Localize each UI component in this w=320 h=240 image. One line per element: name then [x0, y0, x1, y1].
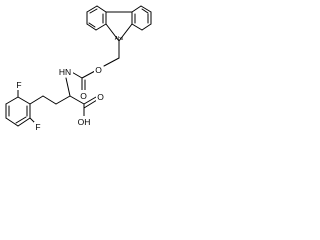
- label-bg: [96, 91, 105, 102]
- bond: [42, 95, 57, 105]
- bond: [141, 23, 152, 31]
- stereo-tag-label: Abs: [115, 36, 124, 42]
- bond: [65, 77, 71, 97]
- fluorenyl-group: Abs: [86, 5, 152, 67]
- bond: [105, 23, 120, 42]
- atom-label-oxygen: O: [95, 65, 102, 75]
- bond: [81, 70, 96, 79]
- atom-label-amide-nitrogen: HN: [59, 67, 71, 77]
- bond: [103, 57, 120, 67]
- molecular-structure-diagram: Abs O O HN O OH: [5, 5, 152, 132]
- bond: [131, 23, 143, 31]
- bond: [131, 5, 142, 13]
- amino-acid-backbone: HN O OH: [29, 66, 105, 127]
- bond: [5, 117, 19, 127]
- bond: [29, 95, 44, 105]
- bond: [86, 23, 97, 31]
- bond: [17, 117, 31, 127]
- bond: [69, 95, 85, 105]
- atom-label-oxygen: O: [97, 92, 104, 102]
- difluorophenyl-group: F F: [5, 80, 42, 132]
- atom-label-oxygen: O: [80, 91, 87, 101]
- carbamate-group: O O: [69, 64, 103, 101]
- label-bg: [34, 122, 42, 132]
- bond: [86, 5, 98, 13]
- bond: [55, 95, 71, 105]
- label-bg: [79, 90, 88, 101]
- bond: [118, 23, 133, 42]
- bond: [141, 8, 149, 14]
- bond: [83, 99, 98, 109]
- bond: [17, 96, 31, 105]
- bond: [95, 23, 107, 31]
- bond: [140, 5, 152, 13]
- label-bg: [15, 80, 23, 90]
- bond: [5, 96, 19, 105]
- atom-label-fluorine: F: [35, 122, 40, 132]
- bond: [15, 116, 27, 124]
- label-bg: [94, 64, 103, 75]
- bond: [89, 8, 98, 14]
- bond: [83, 96, 97, 105]
- bond: [96, 5, 107, 13]
- atom-label-fluorine: F: [16, 80, 21, 90]
- label-bg: [57, 66, 73, 77]
- label-bg: [76, 116, 92, 127]
- bond: [88, 22, 96, 28]
- atom-label-hydroxyl: OH: [78, 117, 91, 127]
